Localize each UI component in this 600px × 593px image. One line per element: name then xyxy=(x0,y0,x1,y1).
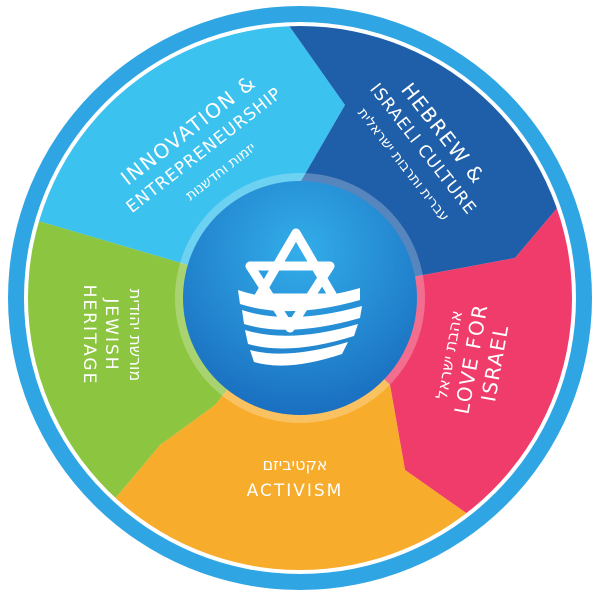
star-of-david-waves-icon xyxy=(238,228,362,366)
heritage-hebrew: מורשת יהודית xyxy=(126,289,145,381)
segment-activism xyxy=(30,298,572,570)
activism-hebrew: אקטיביזם xyxy=(263,455,328,474)
heritage-subtitle: HERITAGE xyxy=(79,285,99,386)
activism-title: ACTIVISM xyxy=(247,481,344,501)
heritage-title: JEWISH xyxy=(101,297,121,371)
